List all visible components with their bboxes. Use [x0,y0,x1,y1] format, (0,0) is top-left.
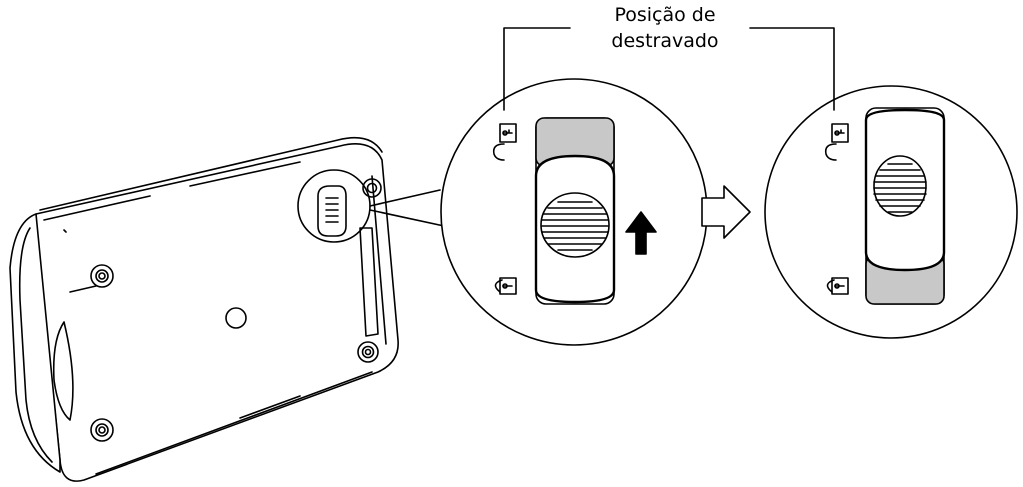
screw-hole [90,264,114,288]
zoom-leader-top [369,189,441,207]
lock-locked-icon [826,277,849,295]
screw-hole [357,341,379,363]
zoom-circle-before [440,78,708,346]
unlock-position-label-line1: Posição de [614,4,716,26]
unlock-position-label: Posição de destravado [560,2,770,54]
zoom-leader-bottom [369,209,445,227]
slider-grip [873,155,927,217]
callout-line-left [503,27,571,111]
unlock-position-label-line2: destravado [611,30,719,52]
up-arrow-icon [625,211,657,255]
slider-grip [540,192,610,258]
zoom-circle-after [764,85,1018,339]
right-arrow-icon [701,185,751,239]
center-hole [225,307,247,329]
screw-hole [90,418,114,442]
screw-hole [362,178,382,198]
callout-line-right [749,27,835,111]
lock-unlocked-icon [492,123,517,161]
device-back [9,136,399,482]
lock-locked-icon [494,277,517,295]
lock-unlocked-icon [824,123,849,161]
